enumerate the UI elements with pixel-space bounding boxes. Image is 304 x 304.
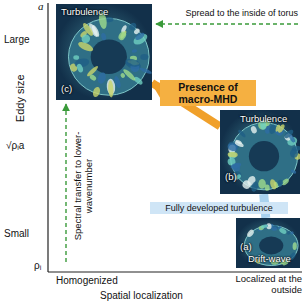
image-label: (a) [240,242,252,252]
image-label: Drift-wave [248,254,291,264]
image-label: Turbulence [61,7,108,17]
image-label: Turbulence [240,114,287,124]
axis-label: Localized at the outside [228,274,302,296]
plasma-image: (a) Drift-wave [236,218,300,268]
axis-label: ρᵢ [34,260,41,272]
x-axis [48,271,302,272]
transition-label: Presence of macro-MHD [160,80,256,106]
spectral-arrow [65,104,66,262]
image-label: (b) [225,172,237,182]
axis-label: a [38,0,44,13]
axis-label: Large [4,34,30,46]
image-label: (c) [61,84,72,94]
spread-arrow [156,23,298,24]
axis-label: √ρᵢa [6,140,24,152]
axis-label: Homogenized [56,275,118,287]
axis-label: Eddy size [14,68,27,128]
plasma-image: Turbulence (b) [220,110,300,194]
transition-label: Fully developed turbulence [150,202,288,214]
axis-label: Spectral transfer to lower-wavenumber [73,130,95,242]
y-axis [47,3,48,272]
axis-label: Small [4,228,29,240]
axis-label: Spread to the inside of torus [150,8,298,18]
plasma-image: Turbulence (c) [56,4,152,100]
axis-label: Spatial localization [100,290,183,302]
